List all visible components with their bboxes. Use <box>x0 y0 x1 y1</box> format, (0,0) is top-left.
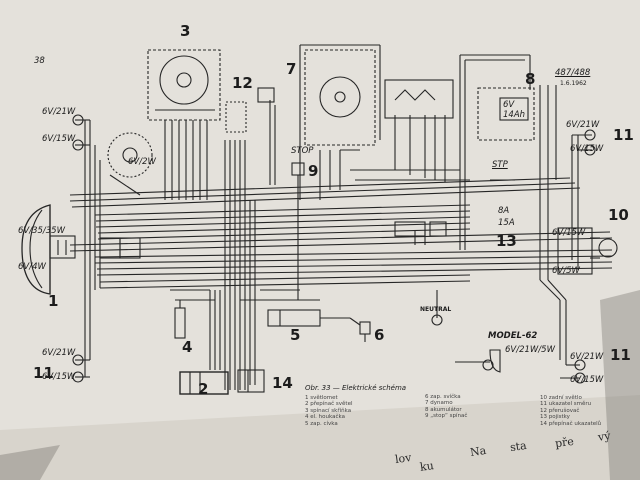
legend-item: 3 spínací skříňka <box>305 407 352 414</box>
number-4: 4 <box>182 338 193 356</box>
number-12: 12 <box>232 74 253 92</box>
facing-text: ku <box>419 459 435 474</box>
facing-text: Na <box>469 443 488 460</box>
number-5: 5 <box>290 326 301 344</box>
label-speedo-bulb: 6V/2W <box>128 157 156 167</box>
label-model: MODEL-62 <box>488 331 538 341</box>
label-parking-bulb: 6V/4W <box>18 262 46 272</box>
label-front-indicator-21w: 6V/21W <box>42 107 76 117</box>
label-tail-bulb: 6V/5W <box>552 266 580 276</box>
right-verticals <box>560 134 600 379</box>
main-harness <box>69 177 613 289</box>
page-number: 38 <box>34 56 45 66</box>
number-7: 7 <box>286 60 297 78</box>
label-rear-indicator-15w: 6V/15W <box>552 228 586 238</box>
dynamo <box>304 49 376 146</box>
facing-text: lov <box>394 450 413 467</box>
number-6: 6 <box>374 326 385 344</box>
label-headlamp-bulb: 6V/35/35W <box>18 226 65 236</box>
ignition-coil <box>267 309 321 327</box>
label-right-indicator-21w: 6V/21W <box>566 120 600 130</box>
figure-caption: Obr. 33 — Elektrické schéma <box>305 384 407 392</box>
battery <box>477 87 535 141</box>
label-fuse-8a: 8A <box>498 206 510 216</box>
label-fuse-15a: 15A <box>498 218 515 228</box>
regulator <box>384 79 454 119</box>
horn <box>174 300 186 339</box>
rear-lamp <box>557 227 618 275</box>
label-front-indicator-15w: 6V/15W <box>42 134 76 144</box>
neutral-lamp <box>431 314 443 326</box>
label-rear-left-15w: 6V/15W <box>42 372 76 382</box>
facing-text: sta <box>509 438 528 455</box>
number-11-left: 11 <box>33 364 54 382</box>
label-stop: STOP <box>291 146 314 156</box>
page-gutter-shadow <box>0 395 640 480</box>
label-neutral: NEUTRAL <box>420 306 452 313</box>
stop-switch <box>291 162 305 176</box>
legend-item: 4 el. houkačka <box>305 414 345 421</box>
ignition-switch <box>147 49 221 121</box>
number-14: 14 <box>272 374 293 392</box>
number-11-right: 11 <box>613 126 634 144</box>
legend-item: 8 akumulátor <box>425 406 462 413</box>
legend-column-1: 1 světlomet 2 přepínač světel 3 spínací … <box>305 395 352 427</box>
label-battery-capacity: 14Ah <box>503 110 526 120</box>
number-1: 1 <box>48 292 59 310</box>
number-11-rear: 11 <box>610 346 631 364</box>
right-edge-dark <box>600 290 640 480</box>
legend-item: 13 pojistky <box>540 414 570 421</box>
legend-item: 14 přepínač ukazatelů <box>540 420 602 427</box>
indicator-bulbs <box>72 114 596 384</box>
headlamp <box>21 204 76 295</box>
flasher-unit <box>225 87 275 133</box>
label-right-indicator-15w: 6V/15W <box>570 144 604 154</box>
legend-item: 7 dynamo <box>425 400 453 407</box>
number-10: 10 <box>608 206 629 224</box>
legend-item: 9 „stop“ spínač <box>425 413 468 420</box>
regulator-wires <box>394 54 567 365</box>
number-9: 9 <box>308 162 319 180</box>
light-switch <box>179 371 229 395</box>
facing-text: vý <box>597 429 612 444</box>
label-stp: STP <box>492 160 508 170</box>
switch-box-wires <box>164 120 208 200</box>
label-rear-left-21w: 6V/21W <box>42 348 76 358</box>
legend-column-3: 10 zadní světlo 11 ukazatel směru 12 pře… <box>540 395 601 427</box>
speedometer-lamp <box>107 132 153 196</box>
label-battery-voltage: 6V <box>503 100 515 110</box>
legend-item: 10 zadní světlo <box>540 395 582 401</box>
book-edge-dark <box>0 445 60 480</box>
legend-column-2: 6 zap. svíčka 7 dynamo 8 akumulátor 9 „s… <box>425 394 467 420</box>
indicator-switch <box>237 369 265 393</box>
misc-wires <box>240 100 515 326</box>
legend-item: 11 ukazatel směru <box>540 401 592 408</box>
number-13: 13 <box>496 232 517 250</box>
center-trunk <box>170 140 256 390</box>
legend-item: 6 zap. svíčka <box>425 394 461 400</box>
revision-date: 1.6.1962 <box>560 80 587 87</box>
model-code: 487/488 <box>555 68 591 78</box>
label-rear-right-15w: 6V/15W <box>570 375 604 385</box>
connector-blocks <box>99 221 447 259</box>
number-2: 2 <box>198 380 209 398</box>
legend-item: 2 přepínač světel <box>305 401 353 408</box>
legend-item: 5 zap. cívka <box>305 420 338 427</box>
legend-item: 1 světlomet <box>305 395 338 401</box>
facing-text: pře <box>554 434 575 451</box>
number-8: 8 <box>525 70 536 88</box>
label-rear-right-21w: 6V/21W <box>570 352 604 362</box>
number-3: 3 <box>180 22 191 40</box>
spark-plug <box>359 321 371 342</box>
label-model-bulb: 6V/21W/5W <box>505 345 555 355</box>
dynamo-wires <box>299 44 470 200</box>
legend-item: 12 přerušovač <box>540 407 580 414</box>
